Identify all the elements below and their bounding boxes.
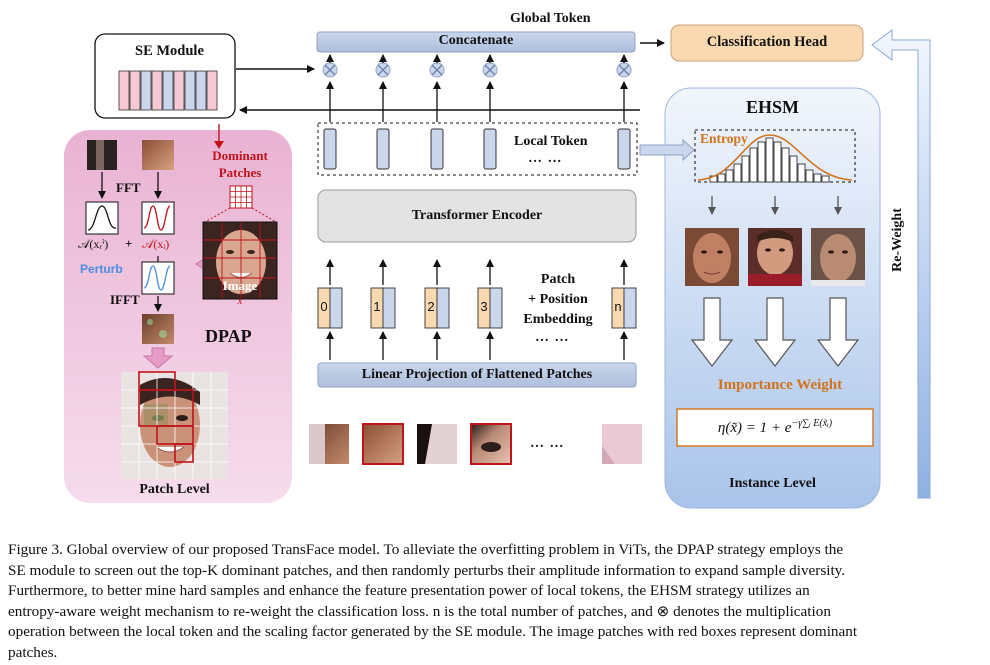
token-index-n: n bbox=[614, 299, 622, 314]
concatenate-label: Concatenate bbox=[438, 33, 514, 48]
figure-caption: Figure 3. Global overview of our propose… bbox=[8, 540, 980, 663]
transformer-encoder-label: Transformer Encoder bbox=[411, 208, 543, 223]
transformer-encoder-box bbox=[317, 189, 637, 243]
projection-up-arrows bbox=[326, 331, 628, 360]
reweight-arrow bbox=[871, 29, 931, 499]
patch-level-label: Patch Level bbox=[139, 482, 210, 497]
ehsm-face-2 bbox=[748, 228, 802, 286]
token-index-0: 0 bbox=[320, 299, 328, 314]
diagram-canvas bbox=[64, 24, 931, 509]
embed-ellipsis: … … bbox=[535, 330, 570, 345]
linear-projection-label: Linear Projection of Flattened Patches bbox=[361, 367, 593, 382]
global-token-label: Global Token bbox=[510, 11, 591, 26]
image-label: Image bbox=[222, 278, 258, 293]
dpap-patch-dominant bbox=[142, 140, 174, 170]
caption-line-4: entropy-aware weight mechanism to re-wei… bbox=[8, 602, 831, 620]
formula-text: η(x̃) = 1 + e−γ∑ᵢ E(x̃ᵢ) bbox=[677, 418, 873, 437]
caption-line-6: patches. bbox=[8, 643, 58, 661]
amplitude-dominant-label: 𝒜(xᵢ) bbox=[142, 237, 170, 251]
ifft-label: IFFT bbox=[110, 292, 140, 307]
importance-weight-label: Importance Weight bbox=[717, 377, 843, 393]
dominant-patches-label: Dominant Patches bbox=[212, 148, 268, 180]
formula-base: η(x̃) = 1 + e bbox=[717, 420, 792, 436]
caption-line-5: operation between the local token and th… bbox=[8, 623, 858, 640]
embed-line-3: Embedding bbox=[523, 312, 593, 327]
ehsm-face-1 bbox=[685, 228, 739, 286]
token-index-1: 1 bbox=[373, 299, 381, 314]
dpap-patch-perturbed bbox=[142, 314, 174, 344]
local-to-ehsm-arrow bbox=[639, 138, 695, 162]
caption-line-1: Figure 3. Global overview of our propose… bbox=[8, 541, 844, 558]
instance-level-label: Instance Level bbox=[729, 476, 816, 491]
multiply-ops bbox=[322, 54, 632, 122]
local-tokens bbox=[323, 128, 631, 170]
embed-up-arrows bbox=[326, 259, 628, 285]
se-module-label: SE Module bbox=[135, 43, 204, 59]
dpap-title: DPAP bbox=[205, 326, 252, 346]
formula-box bbox=[676, 408, 874, 447]
ehsm-face-3 bbox=[811, 228, 865, 286]
input-patch-2 bbox=[362, 423, 404, 465]
local-token-label: Local Token bbox=[514, 134, 588, 149]
ehsm-hollow-arrows bbox=[690, 297, 860, 367]
reweight-label: Re-Weight bbox=[890, 208, 905, 272]
se-module-bars bbox=[118, 70, 218, 111]
amplitude-ref-label: 𝒜(xᵣⁱ) bbox=[78, 237, 109, 251]
entropy-dashed-box bbox=[694, 129, 856, 183]
perturb-label: Perturb bbox=[80, 262, 123, 276]
local-ellipsis: … … bbox=[528, 151, 563, 166]
embedding-tokens bbox=[317, 287, 637, 329]
caption-line-2: SE module to screen out the top-K domina… bbox=[8, 561, 846, 579]
patch-level-face bbox=[121, 371, 228, 479]
patch-position-embedding-label: Patch + Position Embedding bbox=[515, 270, 601, 330]
entropy-histogram bbox=[709, 137, 830, 183]
patch-ellipsis: … … bbox=[530, 436, 565, 451]
entropy-label: Entropy bbox=[700, 131, 748, 146]
ehsm-small-arrows bbox=[708, 196, 842, 215]
ehsm-title: EHSM bbox=[745, 97, 799, 117]
embed-line-2: + Position bbox=[528, 292, 588, 307]
plus-label: + bbox=[125, 236, 133, 251]
input-patches bbox=[309, 423, 642, 465]
input-image-face bbox=[202, 221, 278, 300]
classification-head-label: Classification Head bbox=[706, 34, 828, 50]
linear-projection-bar bbox=[317, 362, 637, 388]
concatenate-bar bbox=[316, 31, 636, 53]
caption-line-3: Furthermore, to better mine hard samples… bbox=[8, 582, 810, 599]
transface-diagram: SE Module Global Token Concatenate Class… bbox=[64, 11, 931, 509]
image-var-label: x bbox=[237, 295, 243, 307]
dpap-down-arrow bbox=[142, 347, 174, 369]
token-index-2: 2 bbox=[427, 299, 435, 314]
embed-line-1: Patch bbox=[540, 272, 576, 287]
entropy-curve bbox=[697, 134, 853, 181]
local-token-dashed-box bbox=[317, 122, 638, 176]
token-index-3: 3 bbox=[480, 299, 488, 314]
fft-label: FFT bbox=[116, 180, 141, 195]
classification-head-box bbox=[670, 24, 864, 62]
formula-exponent: −γ∑ᵢ E(x̃ᵢ) bbox=[791, 418, 833, 429]
